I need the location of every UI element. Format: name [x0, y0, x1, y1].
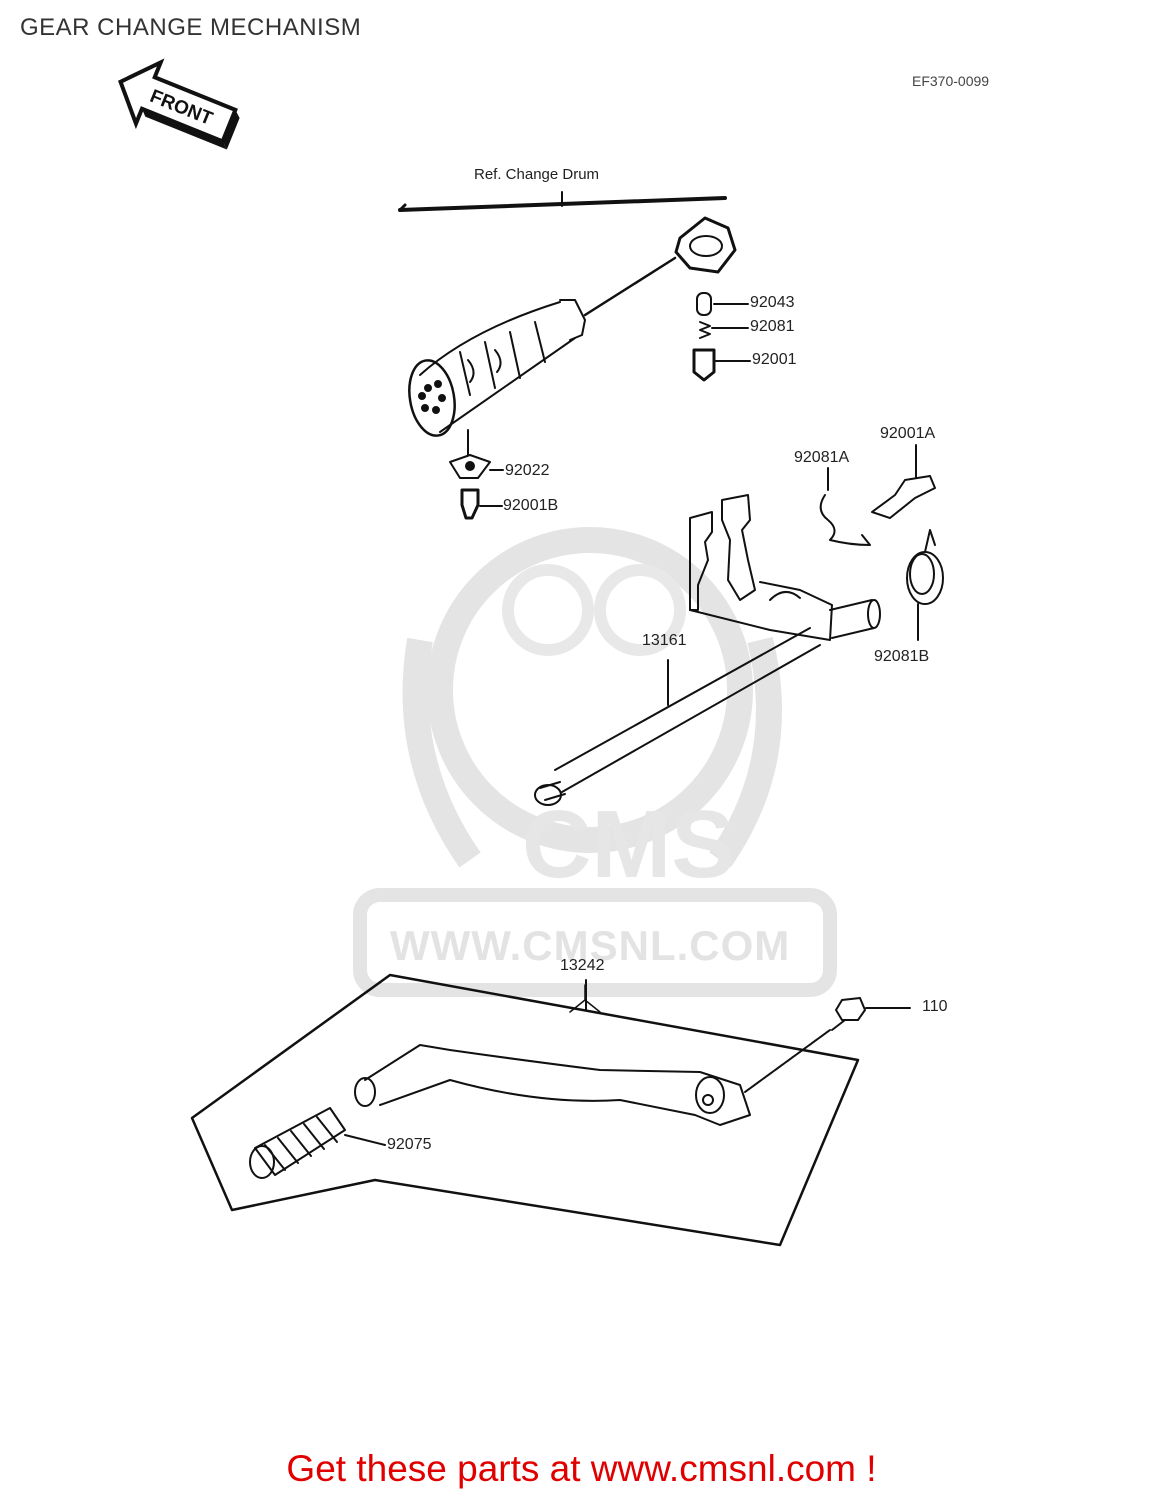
callout-92001a: 92001A [880, 425, 936, 442]
part-92022 [449, 454, 491, 479]
callout-92001: 92001 [752, 351, 797, 368]
pedal-lever [354, 1044, 751, 1126]
front-arrow-icon: FRONT [118, 58, 240, 150]
callout-92081: 92081 [750, 318, 795, 335]
callout-92022: 92022 [505, 462, 550, 479]
callout-13161: 13161 [642, 632, 687, 649]
shift-shaft [534, 494, 881, 806]
callout-92081a: 92081A [794, 449, 850, 466]
part-92081b [906, 529, 944, 641]
part-92081 [699, 321, 711, 339]
part-92043 [696, 292, 712, 316]
callout-92075: 92075 [387, 1136, 432, 1153]
drawing-code: EF370-0099 [912, 73, 990, 89]
callout-13242: 13242 [560, 957, 605, 974]
reference-label: Ref. Change Drum [474, 166, 600, 183]
part-92075 [249, 1107, 386, 1179]
change-drum [408, 216, 737, 437]
callout-92043: 92043 [750, 294, 795, 311]
watermark-url: WWW.CMSNL.COM [390, 922, 791, 969]
part-92001 [692, 348, 716, 382]
page-title: GEAR CHANGE MECHANISM [20, 14, 362, 41]
part-92001b [460, 488, 480, 520]
callout-92081b: 92081B [874, 648, 930, 665]
pedal-box [190, 973, 860, 1247]
watermark-brand: CMS [522, 791, 736, 898]
part-92081a [819, 494, 871, 546]
part-92001a [871, 475, 936, 519]
callout-110: 110 [922, 998, 948, 1015]
callout-92001b: 92001B [503, 497, 559, 514]
get-parts-link[interactable]: Get these parts at www.cmsnl.com ! [286, 1448, 877, 1489]
part-110 [835, 997, 866, 1021]
